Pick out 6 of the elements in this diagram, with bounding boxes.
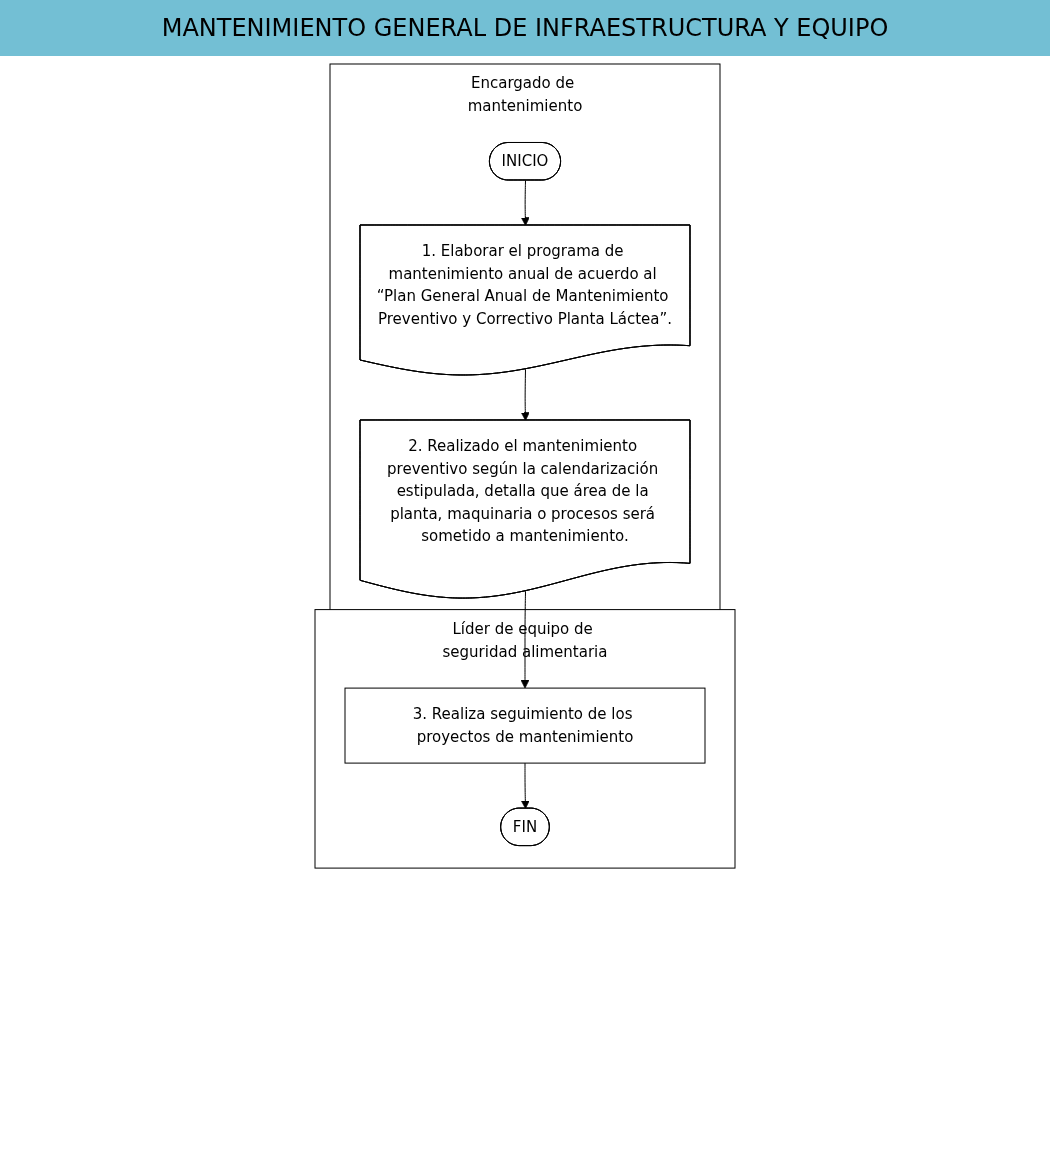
arrow [520,180,530,226]
diagram-title: MANTENIMIENTO GENERAL DE INFRAESTRUCTURA Y EQUIPO [0,0,1050,56]
arrow [520,762,530,809]
node-box: 3. Realiza seguimiento de los proyectos de mantenimiento [344,687,706,764]
arrow [520,368,530,421]
arrow [520,590,530,689]
